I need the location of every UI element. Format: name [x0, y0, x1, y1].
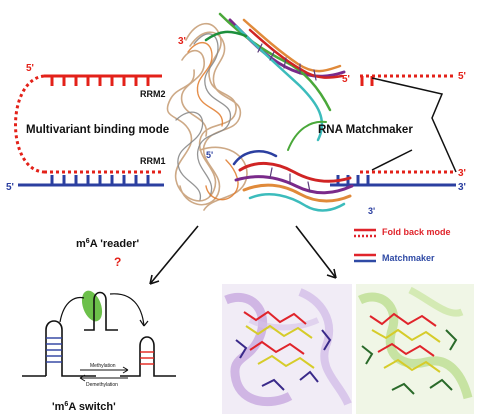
legend-match-label: Matchmaker: [382, 253, 435, 263]
reader-protein-blob: [81, 290, 103, 322]
left-hairpin: [22, 320, 96, 377]
switch-label: 'm6A switch': [52, 401, 116, 413]
right-connector-line: [371, 77, 457, 173]
methylation-label: Methylation: [90, 363, 116, 369]
reader-label: m6A 'reader': [76, 238, 140, 250]
left-dotted-loop: [14, 74, 45, 174]
structure-panel-purple: [222, 284, 352, 414]
binding-arrow-right: [109, 293, 145, 327]
left-rna-schematic: [14, 74, 164, 187]
rrm1-label: RRM1: [140, 156, 166, 166]
center-top-end-label: 3': [178, 36, 186, 47]
center-mid-end-label: 5': [206, 150, 213, 160]
right-top-end-label: 5': [458, 71, 466, 82]
question-mark: ?: [114, 255, 121, 269]
left-bottom-ticks: [50, 175, 150, 185]
left-bottom-end-label: 5': [6, 182, 14, 193]
center-bottom-end-label: 3': [368, 206, 375, 216]
right-mid-end-label: 3': [458, 168, 466, 179]
rrm2-label: RRM2: [140, 89, 166, 99]
legend-fold-label: Fold back mode: [382, 227, 451, 237]
m6a-switch-panel: [22, 290, 176, 382]
right-connector-lower: [371, 149, 413, 171]
right-mode-label: RNA Matchmaker: [318, 124, 413, 136]
top-hairpin: [84, 291, 118, 331]
left-top-ticks: [50, 76, 150, 86]
demethylation-label: Demethylation: [86, 382, 118, 388]
structure-panel-green: [356, 284, 474, 414]
left-top-end-label: 5': [26, 63, 34, 74]
arrow-to-matchmaker: [295, 225, 337, 279]
arrows: [149, 225, 337, 285]
legend: Fold back mode Matchmaker: [354, 227, 451, 263]
arrow-to-reader: [149, 225, 199, 285]
center-right-end-label: 5': [342, 74, 350, 85]
left-mode-label: Multivariant binding mode: [26, 124, 169, 136]
right-bottom-end-label: 3': [458, 182, 466, 193]
binding-arrow-left: [59, 296, 85, 323]
right-hairpin: [120, 336, 176, 377]
protein-structure: [166, 12, 354, 212]
